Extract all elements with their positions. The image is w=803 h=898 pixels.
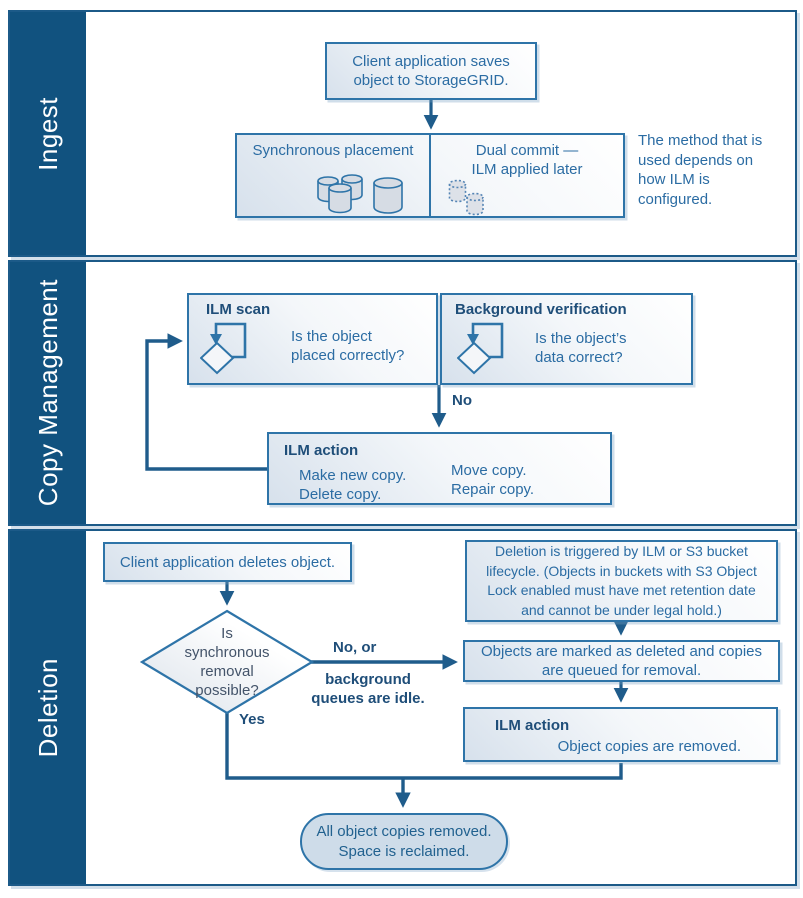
- synchronous-placement-label: Synchronous placement: [252, 142, 414, 159]
- synchronous-placement-cell: Synchronous placement: [237, 135, 431, 216]
- storage-cylinders-icon: [317, 174, 403, 214]
- deletion-section-label: Deletion: [32, 657, 63, 758]
- deletion-ilm-action-title: ILM action: [495, 717, 570, 734]
- ingest-methods-box: Synchronous placement Dual commit — ILM …: [235, 133, 625, 218]
- deletion-ilm-action-box: ILM action Object copies are removed.: [463, 707, 778, 762]
- decision-question-text: Is synchronous removal possible?: [184, 625, 270, 699]
- ilm-scan-question: Is the object placed correctly?: [291, 328, 405, 364]
- ingest-sidebar: Ingest: [10, 12, 86, 255]
- decision-no-label: No, or: [333, 639, 377, 656]
- marked-deleted-box: Objects are marked as deleted and copies…: [463, 640, 780, 682]
- dual-commit-dashed-copies-icon: [448, 179, 484, 216]
- background-verification-title: Background verification: [455, 301, 627, 318]
- client-saves-box: Client application saves object to Stora…: [325, 42, 537, 100]
- verification-loop-icon: [457, 322, 504, 375]
- result-text: All object copies removed. Space is recl…: [316, 822, 492, 860]
- deletion-sidebar: Deletion: [10, 531, 86, 884]
- ilm-action-items-right: Move copy. Repair copy.: [451, 462, 535, 498]
- deletion-trigger-text: Deletion is triggered by ILM or S3 bucke…: [486, 543, 757, 618]
- client-deletes-box: Client application deletes object.: [103, 542, 352, 582]
- background-verification-question: Is the object’s data correct?: [535, 330, 627, 366]
- dual-commit-label: Dual commit — ILM applied later: [471, 142, 583, 178]
- client-deletes-text: Client application deletes object.: [119, 553, 336, 571]
- result-terminator: All object copies removed. Space is recl…: [300, 813, 508, 870]
- dual-commit-cell: Dual commit — ILM applied later: [431, 135, 623, 216]
- ilm-action-title: ILM action: [284, 442, 359, 459]
- client-saves-text: Client application saves object to Stora…: [352, 53, 510, 89]
- ingest-method-note: The method that is used depends on how I…: [638, 132, 763, 208]
- ilm-action-box: ILM action Make new copy. Delete copy. M…: [267, 432, 612, 505]
- scan-loop-icon: [200, 322, 247, 375]
- ingest-section-label: Ingest: [32, 96, 63, 171]
- decision-yes-label: Yes: [239, 711, 265, 728]
- ilm-action-items-left: Make new copy. Delete copy.: [299, 467, 407, 503]
- deletion-ilm-action-text: Object copies are removed.: [557, 738, 741, 755]
- decision-no-sublabel: background queues are idle.: [311, 671, 425, 707]
- deletion-trigger-box: Deletion is triggered by ILM or S3 bucke…: [465, 540, 778, 622]
- no-branch-label: No: [452, 392, 472, 409]
- ilm-scan-box: ILM scan Is the object placed correctly?: [187, 293, 438, 385]
- copy-management-sidebar: Copy Management: [10, 262, 86, 524]
- marked-deleted-text: Objects are marked as deleted and copies…: [481, 643, 762, 679]
- ilm-scan-title: ILM scan: [206, 301, 271, 318]
- copy-management-section-label: Copy Management: [32, 279, 63, 507]
- background-verification-box: Background verification Is the object’s …: [440, 293, 693, 385]
